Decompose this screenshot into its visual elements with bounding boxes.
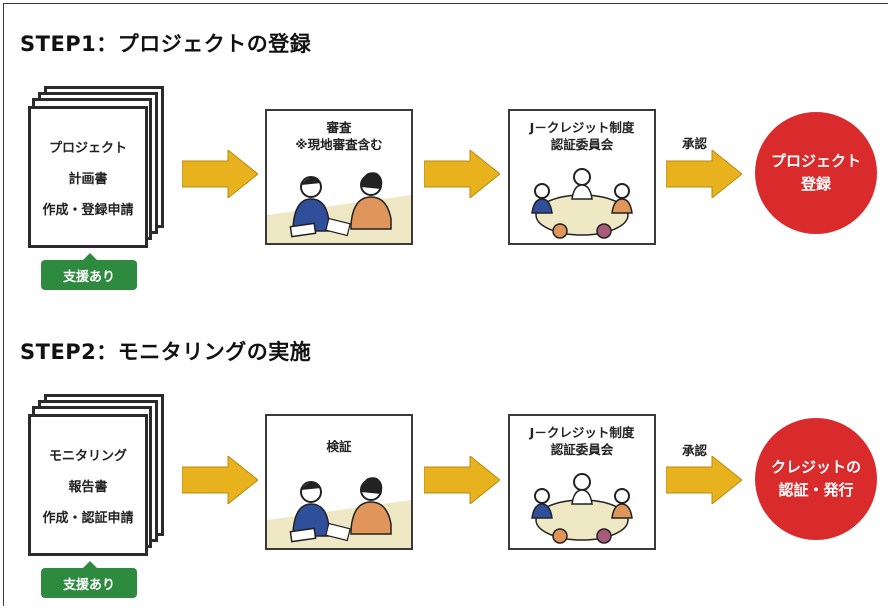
step1-committee-label: J－クレジット制度 認証委員会 — [510, 119, 654, 153]
step2-result-line-1: クレジットの — [770, 458, 861, 476]
step1-approval-label: 承認 — [682, 136, 708, 151]
step1-document-line-3: 作成・登録申請 — [42, 202, 134, 218]
step2-document-line-2: 報告書 — [68, 479, 108, 495]
step2-verification-label: 検証 — [267, 438, 411, 455]
step1-arrow-3 — [666, 150, 742, 198]
step1-review-label: 審査 ※現地審査含む — [267, 119, 411, 153]
step1-committee-illustration — [531, 168, 633, 239]
diagram-frame — [3, 3, 888, 606]
step2-committee-label: J－クレジット制度 認証委員会 — [510, 424, 654, 458]
step2-approval-label: 承認 — [682, 443, 708, 458]
step1-review-line-2: ※現地審査含む — [295, 137, 383, 152]
step1-document-front: プロジェクト 計画書 作成・登録申請 — [28, 106, 148, 248]
step2-committee-line-2: 認証委員会 — [550, 442, 614, 457]
step1-result-line-1: プロジェクト — [770, 152, 861, 170]
step2-arrow-2 — [424, 456, 500, 504]
step1-committee-line-1: J－クレジット制度 — [529, 120, 635, 135]
step2-document-stack: モニタリング 報告書 作成・認証申請 — [28, 394, 173, 556]
step2-verification-panel: 検証 — [265, 414, 413, 550]
step1-review-panel: 審査 ※現地審査含む — [265, 109, 413, 245]
step2-committee-panel: J－クレジット制度 認証委員会 — [508, 414, 656, 550]
step2-verification-illustration — [267, 477, 411, 548]
step2-arrow-1 — [182, 456, 258, 504]
step2-document-front: モニタリング 報告書 作成・認証申請 — [28, 414, 148, 556]
step2-result-circle: クレジットの 認証・発行 — [755, 418, 877, 540]
step1-review-line-1: 審査 — [326, 120, 352, 135]
step1-arrow-2 — [424, 150, 500, 198]
step1-result-line-2: 登録 — [800, 175, 831, 193]
step1-support-badge: 支援あり — [41, 253, 137, 290]
step1-document-line-2: 計画書 — [68, 171, 108, 187]
step1-result-circle: プロジェクト 登録 — [755, 112, 877, 234]
step2-verification-line-1: 検証 — [326, 439, 352, 454]
step1-document-line-1: プロジェクト — [48, 140, 127, 156]
step1-committee-panel: J－クレジット制度 認証委員会 — [508, 109, 656, 245]
step2-committee-line-1: J－クレジット制度 — [529, 425, 635, 440]
step2-support-badge: 支援あり — [41, 561, 137, 598]
step1-committee-line-2: 認証委員会 — [550, 137, 614, 152]
step2-document-line-1: モニタリング — [48, 448, 127, 464]
step2-result-line-2: 認証・発行 — [778, 481, 854, 499]
step1-title: STEP1：プロジェクトの登録 — [20, 32, 312, 56]
step1-arrow-1 — [182, 150, 258, 198]
step2-committee-illustration — [531, 473, 633, 544]
step1-review-illustration — [267, 172, 411, 243]
step2-document-line-3: 作成・認証申請 — [42, 510, 134, 526]
step1-document-stack: プロジェクト 計画書 作成・登録申請 — [28, 86, 173, 248]
step2-arrow-3 — [666, 456, 742, 504]
step2-title: STEP2：モニタリングの実施 — [20, 340, 312, 364]
